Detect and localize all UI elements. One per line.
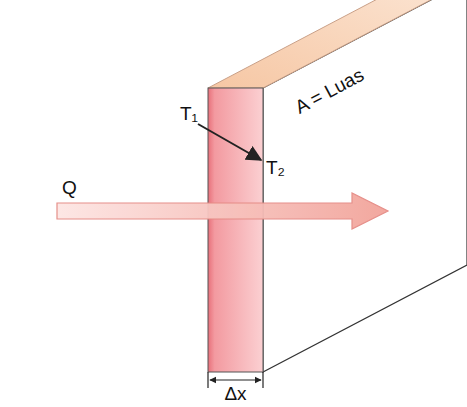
heat-flow-arrow (57, 193, 388, 229)
dimension-tick (262, 372, 263, 388)
slab-top-face (208, 0, 440, 88)
slab-front-face (208, 88, 263, 372)
temperature-label: T₂ (266, 158, 285, 179)
dimension-tick (207, 372, 208, 388)
dimension-line (210, 379, 261, 380)
thickness-label: Δx (224, 384, 246, 405)
heat-flow-label: Q (62, 178, 77, 199)
temperature-label: T₁ (180, 104, 198, 125)
temperature-line (198, 124, 261, 160)
